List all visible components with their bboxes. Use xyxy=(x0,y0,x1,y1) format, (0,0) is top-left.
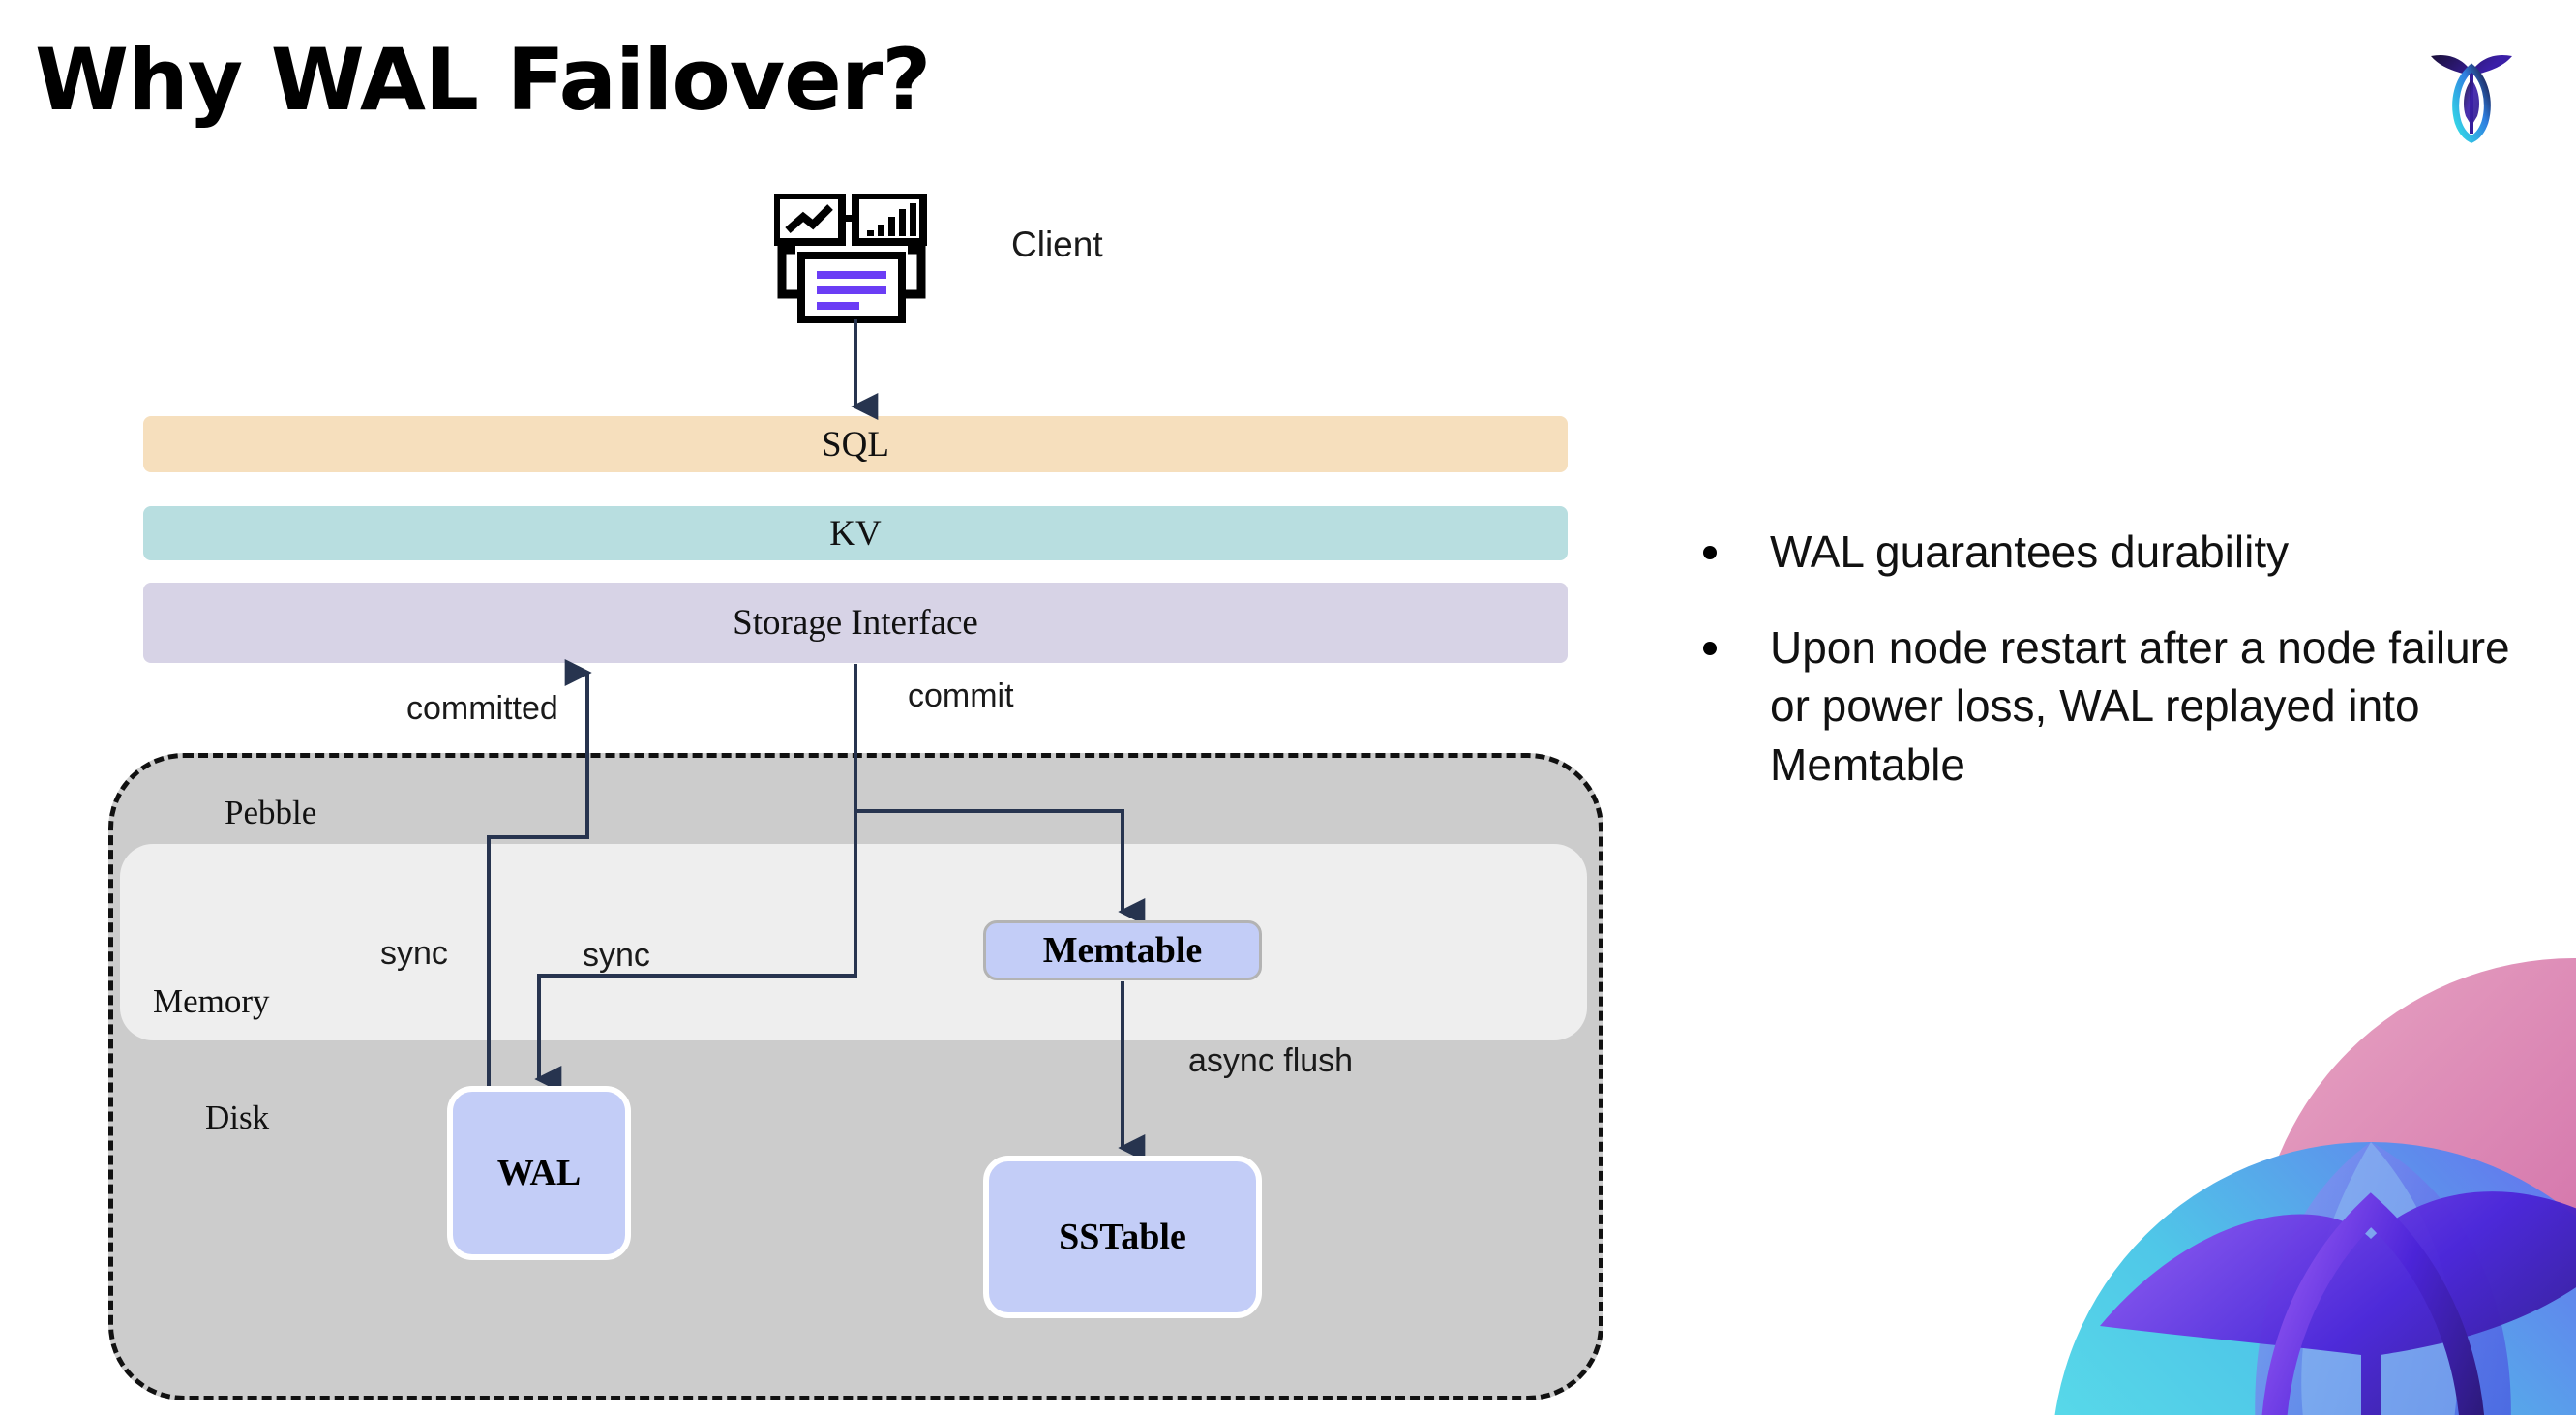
layer-storage-interface: Storage Interface xyxy=(143,583,1568,663)
edge-label-async-flush: async flush xyxy=(1188,1042,1354,1079)
zone-memory-label: Memory xyxy=(153,982,270,1020)
node-wal: WAL xyxy=(447,1086,631,1260)
edge-label-sync-commit: sync xyxy=(583,937,650,974)
client-label: Client xyxy=(1011,225,1103,264)
architecture-diagram: Client SQL KV Storage Interface Pebble M… xyxy=(108,194,1603,1400)
node-sstable-label: SSTable xyxy=(1059,1217,1186,1257)
layer-kv: KV xyxy=(143,506,1568,560)
decorative-logo-graphic xyxy=(2054,958,2576,1415)
bullet-text: WAL guarantees durability xyxy=(1770,527,2290,577)
layer-sql: SQL xyxy=(143,416,1568,472)
list-item: WAL guarantees durability xyxy=(1703,523,2535,582)
edge-label-commit: commit xyxy=(908,677,1014,714)
layer-kv-label: KV xyxy=(829,513,882,554)
zone-memory xyxy=(120,844,1587,1040)
zone-pebble-label: Pebble xyxy=(225,794,317,831)
client-dashboard-icon xyxy=(774,194,927,323)
bullet-dot-icon xyxy=(1703,546,1717,559)
zone-disk-label: Disk xyxy=(205,1099,270,1136)
node-memtable-label: Memtable xyxy=(1042,930,1203,971)
edge-label-sync-wal: sync xyxy=(380,935,448,972)
edge-label-committed: committed xyxy=(406,690,558,727)
layer-sql-label: SQL xyxy=(822,424,889,465)
bullet-list: WAL guarantees durability Upon node rest… xyxy=(1703,523,2535,831)
page-title: Why WAL Failover? xyxy=(35,30,931,130)
layer-storage-label: Storage Interface xyxy=(733,603,978,643)
bullet-text: Upon node restart after a node failure o… xyxy=(1770,621,2510,791)
list-item: Upon node restart after a node failure o… xyxy=(1703,618,2535,795)
cockroachdb-logo-icon xyxy=(2431,54,2512,143)
bullet-dot-icon xyxy=(1703,641,1717,655)
node-sstable: SSTable xyxy=(983,1156,1262,1318)
node-memtable: Memtable xyxy=(983,920,1262,980)
node-wal-label: WAL xyxy=(496,1153,582,1193)
